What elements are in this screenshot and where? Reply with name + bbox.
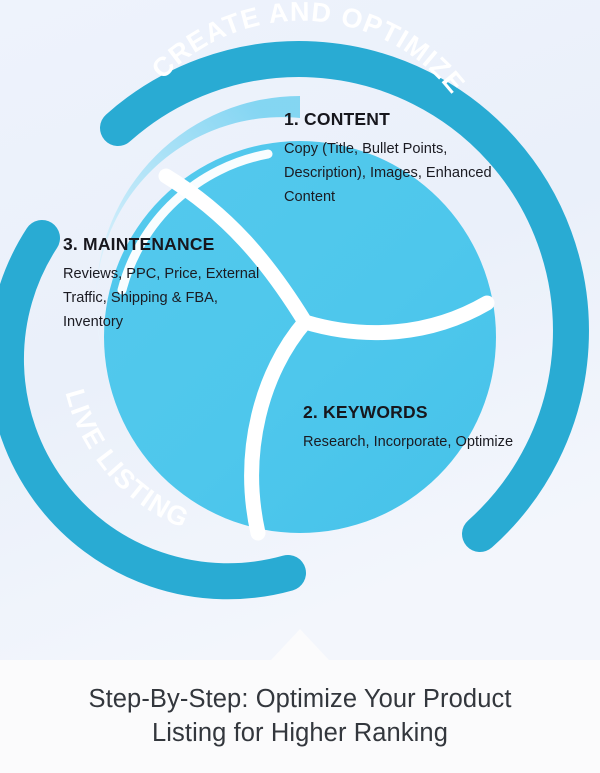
segment-content-title: 1. CONTENT [284,109,391,129]
segment-content: 1. CONTENT Copy (Title, Bullet Points, D… [284,109,499,209]
cycle-diagram: CREATE AND OPTIMIZE LIVE LISTING [0,0,600,660]
segment-content-body: Copy (Title, Bullet Points, Description)… [284,141,492,205]
light-crescent [95,96,300,374]
divider-content-keywords [297,295,495,341]
caption-line-2: Listing for Higher Ranking [152,718,448,747]
segment-maintenance-body: Reviews, PPC, Price, External Traffic, S… [63,266,260,330]
caption-line-1: Step-By-Step: Optimize Your Product [88,685,512,713]
segment-keywords: 2. KEYWORDS Research, Incorporate, Optim… [303,402,518,455]
inner-rim-highlight [117,149,273,295]
diagram-area: CREATE AND OPTIMIZE LIVE LISTING 1. CONT… [0,0,600,660]
segment-maintenance: 3. MAINTENANCE Reviews, PPC, Price, Exte… [63,234,278,334]
outer-arc-live-listing [0,220,306,600]
segment-maintenance-title: 3. MAINTENANCE [63,234,215,254]
caption-band: Step-By-Step: Optimize Your Product List… [0,660,600,773]
segment-keywords-body: Research, Incorporate, Optimize [303,434,514,451]
outer-arc-create-optimize [100,41,589,552]
caption-notch [271,629,329,660]
segment-keywords-title: 2. KEYWORDS [303,402,428,422]
caption-title: Step-By-Step: Optimize Your Product List… [0,683,600,751]
divider-maintenance-keywords [244,314,313,541]
